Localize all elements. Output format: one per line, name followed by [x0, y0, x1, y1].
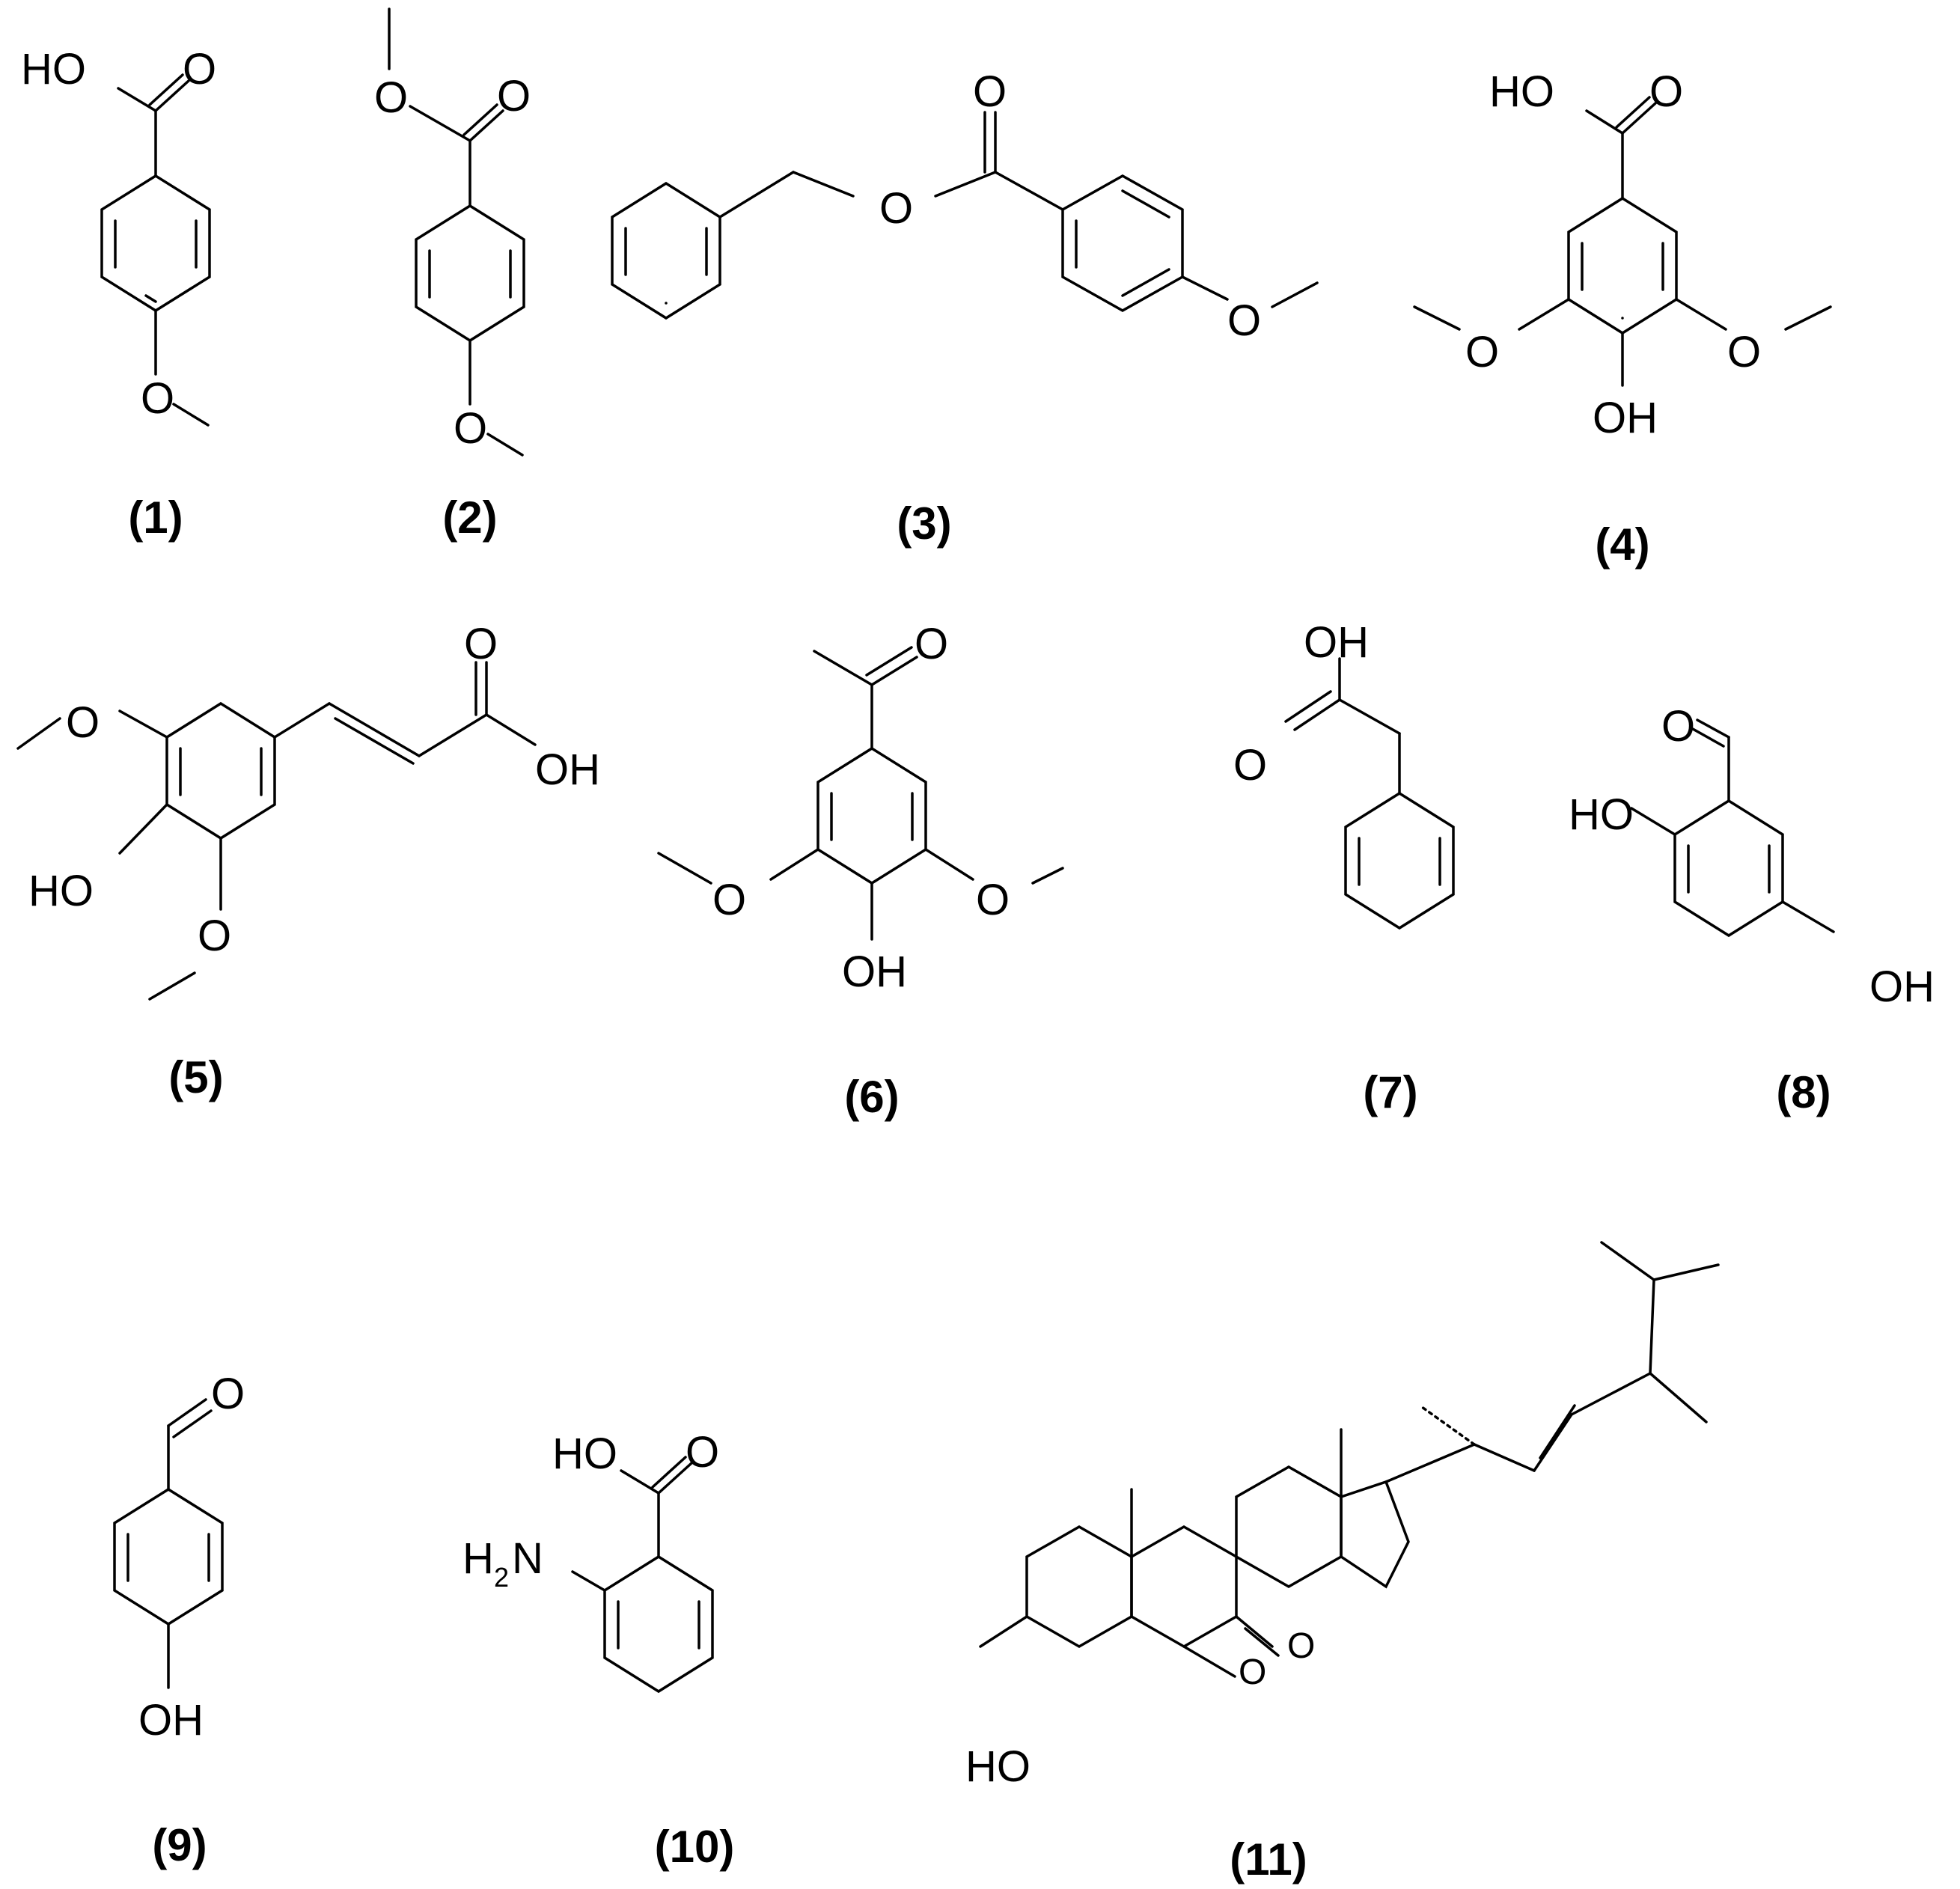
oxygen-label: O [497, 72, 531, 120]
hydroxyl-label: HO [965, 1742, 1031, 1791]
amine-n-label: N [512, 1534, 543, 1583]
oxygen-label: O [1227, 296, 1261, 345]
amine-subscript-label: 2 [494, 1562, 509, 1593]
compound-label-11: (11) [1230, 1834, 1307, 1885]
oxygen-label: O [976, 876, 1010, 924]
compound-label-9: (9) [152, 1820, 207, 1870]
compound-label-3: (3) [897, 498, 951, 549]
peroxide-oxygen-label: O [1239, 1653, 1266, 1692]
compound-3: O O O (3) [611, 67, 1319, 549]
oxygen-label: O [1233, 741, 1267, 790]
compound-label-7: (7) [1363, 1067, 1417, 1117]
hydroxyl-label: HO [1489, 67, 1554, 116]
compound-label-1: (1) [128, 492, 183, 543]
hydroxyl-label: OH [842, 947, 907, 996]
hydroxyl-label: OH [138, 1696, 204, 1745]
compound-6: O O O OH (6) [657, 620, 1064, 1122]
oxygen-label: O [198, 912, 231, 960]
hydroxyl-label: HO [28, 867, 94, 915]
compound-1: HO O O (1) [21, 45, 216, 543]
compound-label-5: (5) [168, 1052, 223, 1102]
oxygen-label: O [1661, 702, 1695, 751]
compound-4: HO O O O OH (4) [1413, 67, 1832, 570]
oxygen-label: O [66, 698, 100, 747]
oxygen-label: O [1649, 67, 1683, 116]
compound-9: O OH (9) [113, 1370, 245, 1870]
compound-label-2: (2) [442, 492, 497, 543]
oxygen-label: O [141, 374, 174, 423]
hydroxyl-label: OH [1304, 618, 1369, 667]
compound-7: OH O (7) [1233, 618, 1455, 1117]
oxygen-label: O [712, 876, 746, 924]
compound-label-4: (4) [1595, 519, 1649, 570]
oxygen-label: O [879, 184, 913, 233]
oxygen-label: O [211, 1370, 245, 1418]
oxygen-label: O [1727, 328, 1761, 376]
hydroxyl-label: HO [21, 45, 86, 94]
hydroxyl-label: HO [552, 1429, 617, 1478]
compound-label-8: (8) [1776, 1067, 1831, 1117]
oxygen-label: O [915, 620, 948, 668]
oxygen-label: O [183, 45, 216, 94]
oxygen-label: O [454, 404, 487, 453]
oxygen-label: O [1465, 328, 1499, 376]
amine-h-label: H [462, 1534, 494, 1583]
compound-label-6: (6) [844, 1072, 899, 1122]
compound-8: O HO OH (8) [1569, 702, 1935, 1117]
hydroxyl-label: OH [1593, 394, 1658, 442]
compound-10: HO O H 2 N (10) [462, 1428, 734, 1872]
hydroxyl-label: OH [1869, 962, 1935, 1011]
hydroxyl-label: OH [535, 745, 600, 794]
compound-11: HO O O (11) [965, 1241, 1720, 1885]
compound-label-10: (10) [655, 1822, 735, 1872]
oxygen-label: O [686, 1428, 719, 1477]
compound-5: O OH O HO O (5) [16, 620, 600, 1102]
oxygen-label: O [973, 67, 1007, 116]
oxygen-label: O [374, 73, 408, 122]
hydroxyl-label: HO [1569, 790, 1634, 839]
compound-2: O O O (2) [374, 7, 531, 543]
peroxide-oxygen-label: O [1287, 1626, 1315, 1666]
oxygen-label: O [464, 620, 498, 668]
